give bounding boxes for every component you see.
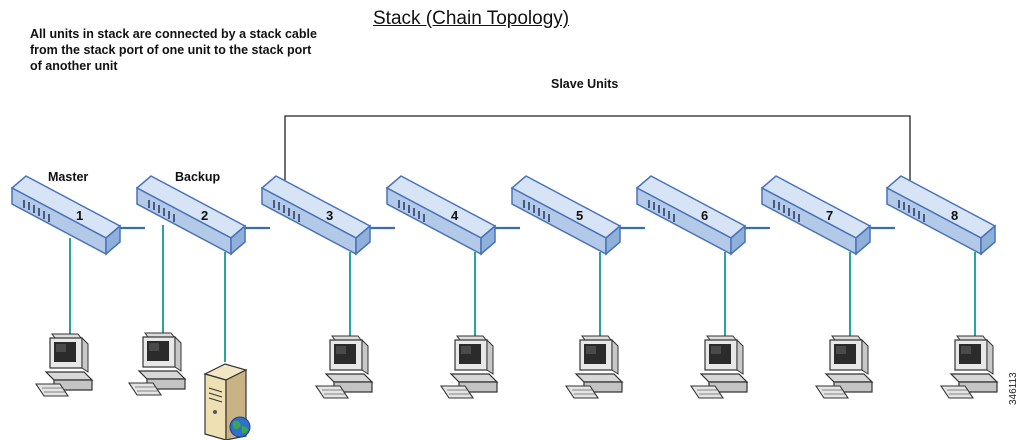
- pc-icon: [815, 335, 873, 399]
- pc-icon: [565, 335, 623, 399]
- pc-icon: [440, 335, 498, 399]
- switch-unit-6: [636, 175, 746, 255]
- unit-number-3: 3: [326, 208, 333, 223]
- figure-id: 346113: [1008, 372, 1019, 405]
- switch-unit-8: [886, 175, 996, 255]
- unit-number-2: 2: [201, 208, 208, 223]
- unit-number-7: 7: [826, 208, 833, 223]
- switch-unit-1: [11, 175, 121, 255]
- switch-unit-7: [761, 175, 871, 255]
- pc-icon: [128, 332, 186, 396]
- stack-description: All units in stack are connected by a st…: [30, 27, 317, 73]
- switch-unit-3: [261, 175, 371, 255]
- pc-icon: [35, 333, 93, 397]
- pc-icon: [940, 335, 998, 399]
- unit-role-backup: Backup: [175, 170, 221, 184]
- pc-icon: [690, 335, 748, 399]
- host-links: [69, 225, 976, 362]
- unit-number-6: 6: [701, 208, 708, 223]
- unit-number-1: 1: [76, 208, 83, 223]
- switch-unit-2: [136, 175, 246, 255]
- pc-icon: [315, 335, 373, 399]
- slave-units-bracket: [284, 115, 911, 186]
- slave-units-label: Slave Units: [551, 77, 618, 91]
- unit-number-8: 8: [951, 208, 958, 223]
- diagram-title: Stack (Chain Topology): [373, 8, 570, 29]
- unit-number-4: 4: [451, 208, 459, 223]
- switch-unit-5: [511, 175, 621, 255]
- switch-unit-4: [386, 175, 496, 255]
- unit-number-5: 5: [576, 208, 583, 223]
- unit-role-master: Master: [48, 170, 88, 184]
- globe-icon: [229, 416, 251, 438]
